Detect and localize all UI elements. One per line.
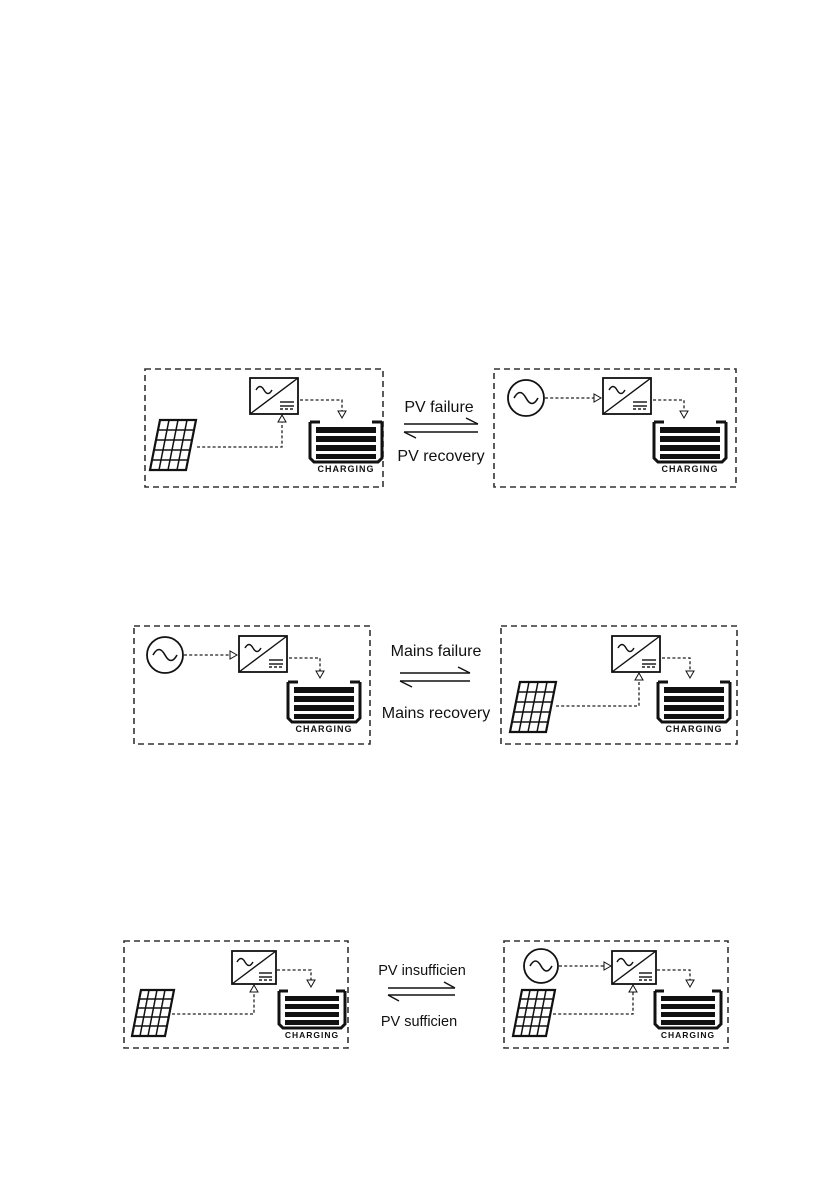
left-panel: CHARGING: [145, 369, 383, 487]
charging-label: CHARGING: [285, 1030, 339, 1040]
left-panel: CHARGING: [124, 941, 348, 1048]
forward-label: PV insufficien: [378, 963, 466, 979]
charging-label: CHARGING: [661, 1030, 715, 1040]
transition-diagram-3: CHARGING PV insufficien PV sufficien: [0, 935, 840, 1055]
solar-panel-icon: [510, 682, 556, 732]
reverse-label: PV sufficien: [381, 1014, 457, 1030]
inverter-icon: [603, 378, 651, 414]
ac-source-icon: [147, 637, 183, 673]
charging-label: CHARGING: [662, 464, 719, 474]
solar-panel-icon: [513, 990, 555, 1036]
battery-icon: CHARGING: [654, 422, 726, 474]
battery-icon: CHARGING: [655, 991, 721, 1040]
forward-label: PV failure: [404, 399, 473, 416]
forward-label: Mains failure: [391, 643, 482, 660]
transition-arrows-icon: [400, 667, 470, 687]
reverse-label: PV recovery: [397, 448, 484, 465]
battery-icon: CHARGING: [288, 682, 360, 734]
transition-arrows-icon: [404, 418, 478, 438]
inverter-icon: [612, 636, 660, 672]
charging-label: CHARGING: [318, 464, 375, 474]
battery-icon: CHARGING: [279, 991, 345, 1040]
solar-panel-icon: [132, 990, 174, 1036]
solar-panel-icon: [150, 420, 196, 470]
inverter-icon: [239, 636, 287, 672]
inverter-icon: [612, 951, 656, 984]
reverse-label: Mains recovery: [382, 705, 490, 722]
right-panel: CHARGING: [504, 941, 728, 1048]
transition-diagram-2: CHARGING Mains failure Mains recovery: [0, 620, 840, 750]
battery-icon: CHARGING: [310, 422, 382, 474]
transition-arrows-icon: [388, 982, 455, 1001]
inverter-icon: [232, 951, 276, 984]
battery-icon: CHARGING: [658, 682, 730, 734]
inverter-icon: [250, 378, 298, 414]
charging-label: CHARGING: [666, 724, 723, 734]
ac-source-icon: [508, 380, 544, 416]
right-panel: CHARGING: [501, 626, 737, 744]
ac-source-icon: [524, 949, 558, 983]
right-panel: CHARGING: [494, 369, 736, 487]
transition-diagram-1: CHARGING PV failure PV recovery: [0, 360, 840, 495]
left-panel: CHARGING: [134, 626, 370, 744]
charging-label: CHARGING: [296, 724, 353, 734]
